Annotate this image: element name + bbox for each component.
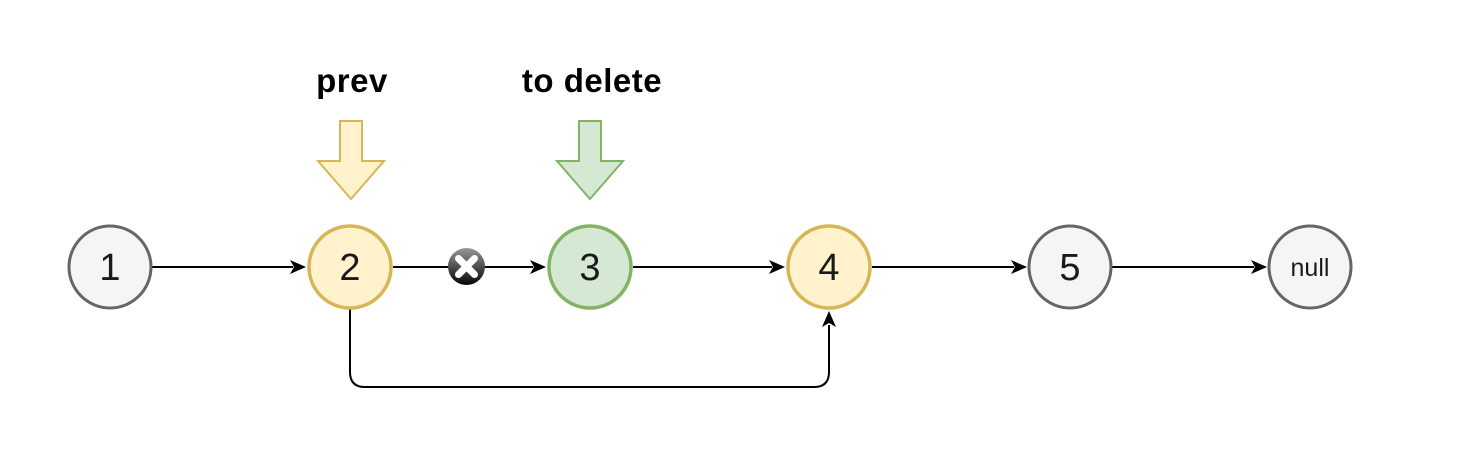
pointer-prev: prev [315, 62, 388, 201]
node-value: 2 [339, 247, 360, 289]
arrowhead-icon [769, 260, 785, 274]
node-value: 1 [99, 247, 120, 289]
arrowhead-up-icon [822, 311, 836, 327]
node-1: 1 [67, 224, 153, 310]
node-value: 5 [1059, 247, 1080, 289]
arrowhead-icon [1251, 260, 1267, 274]
edge-4-5 [872, 260, 1027, 274]
node-value: 4 [818, 247, 839, 289]
arrowhead-icon [530, 260, 546, 274]
to-delete-down-arrow-icon [554, 120, 626, 201]
edge-1-2 [152, 260, 306, 274]
prev-label: prev [316, 62, 388, 99]
node-value: 3 [579, 247, 600, 289]
node-circle [1267, 224, 1353, 310]
node-circle [547, 224, 633, 310]
node-value: null [1291, 254, 1330, 282]
arrowhead-icon [1011, 260, 1027, 274]
edge-3-4 [633, 260, 785, 274]
node-circle [1027, 224, 1113, 310]
x-circle-icon [448, 248, 485, 285]
arrowhead-icon [290, 260, 306, 274]
node-4: 4 [786, 224, 872, 310]
node-null-terminator: null [1267, 224, 1353, 310]
node-3-to-delete: 3 [547, 224, 633, 310]
bypass-curve [349, 309, 830, 388]
edge-2-4-bypass [349, 309, 836, 388]
node-circle [307, 224, 393, 310]
prev-down-arrow-icon [315, 120, 387, 201]
node-2-prev: 2 [307, 224, 393, 310]
pointer-to-delete: to delete [522, 62, 662, 201]
x-glyph-stroke [455, 255, 478, 278]
edge-5-null [1112, 260, 1267, 274]
to-delete-label: to delete [522, 62, 662, 99]
node-circle [786, 224, 872, 310]
node-5: 5 [1027, 224, 1113, 310]
node-circle [67, 224, 153, 310]
